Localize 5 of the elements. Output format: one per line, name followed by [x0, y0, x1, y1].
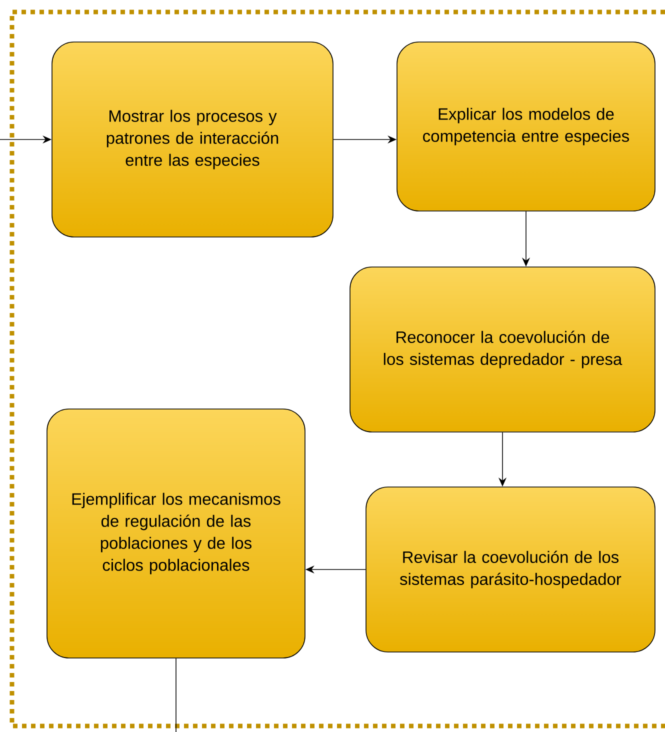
process-box: Mostrar los procesos y patrones de interacción entre las especies: [52, 42, 334, 238]
process-box: Reconocer la coevolución de los sistemas depredador - presa: [350, 266, 656, 432]
process-box: Ejemplificar los mecanismos de regulación de las poblaciones y de los ciclos poblacionales: [46, 408, 306, 658]
process-box: Explicar los modelos de competencia entre especies: [396, 42, 656, 212]
process-box: Revisar la coevolución de los sistemas parásito-hospedador: [366, 486, 656, 652]
